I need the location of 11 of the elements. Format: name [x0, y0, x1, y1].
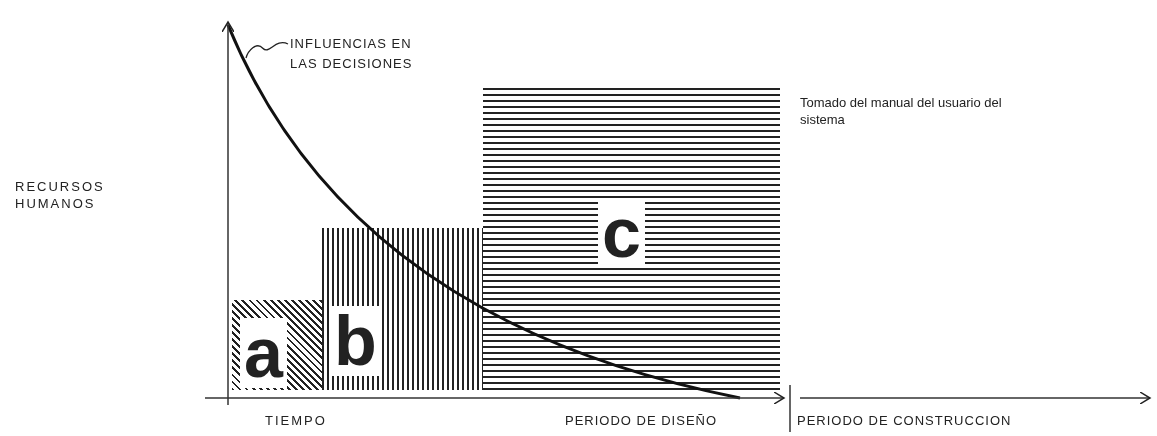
- block-letter: a: [240, 318, 287, 388]
- period-label: PERIODO DE CONSTRUCCION: [797, 412, 1012, 429]
- period-label: PERIODO DE DISEÑO: [565, 412, 718, 429]
- leader-line: [245, 42, 289, 59]
- curve-label: INFLUENCIAS EN LAS DECISIONES: [290, 34, 440, 74]
- striped-block: [483, 88, 780, 390]
- axis-label: TIEMPO: [265, 412, 327, 429]
- block-letter: b: [330, 306, 381, 376]
- axis-label: RECURSOS HUMANOS: [15, 178, 106, 212]
- source-note: Tomado del manual del usuario del sistema: [800, 94, 1003, 128]
- decreasing-curve: [226, 24, 741, 400]
